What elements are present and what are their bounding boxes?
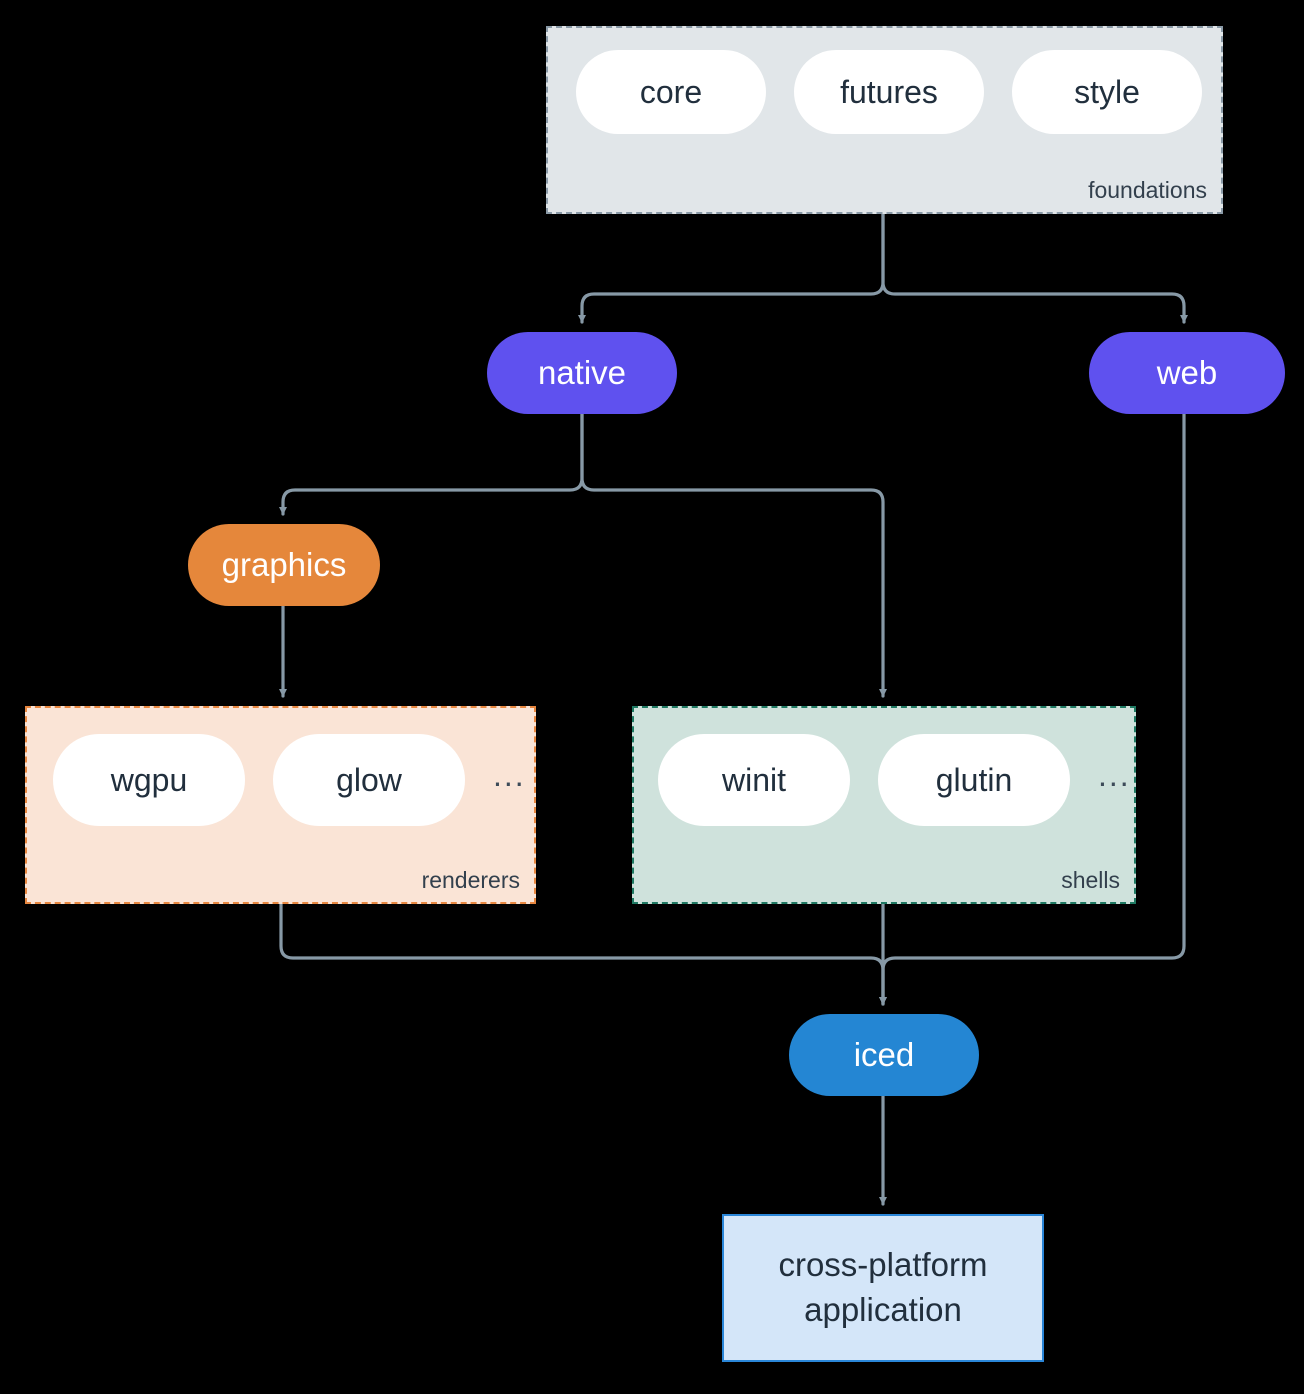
- cluster-label-foundations: foundations: [1088, 177, 1207, 203]
- cluster-renderers: wgpu glow ... renderers: [25, 706, 536, 904]
- node-futures[interactable]: futures: [794, 50, 984, 134]
- renderers-node-row: wgpu glow ...: [53, 734, 526, 826]
- edge-native-graphics: [279, 412, 584, 516]
- node-glutin[interactable]: glutin: [878, 734, 1070, 826]
- cluster-label-renderers: renderers: [421, 867, 520, 893]
- node-iced[interactable]: iced: [789, 1014, 979, 1096]
- shells-ellipsis: ...: [1098, 757, 1131, 793]
- edge-renderers-iced: [279, 902, 887, 1006]
- cluster-foundations: core futures style foundations: [546, 26, 1223, 214]
- node-native[interactable]: native: [487, 332, 677, 414]
- application-label-line1: cross-platform: [778, 1246, 988, 1284]
- cluster-shells: winit glutin ... shells: [632, 706, 1136, 904]
- node-core[interactable]: core: [576, 50, 766, 134]
- edge-foundations-web: [881, 212, 1188, 324]
- edge-foundations-native: [578, 212, 885, 324]
- node-wgpu[interactable]: wgpu: [53, 734, 245, 826]
- renderers-ellipsis: ...: [493, 757, 526, 793]
- edge-native-shells: [580, 412, 887, 698]
- foundations-node-row: core futures style: [576, 50, 1202, 134]
- shells-node-row: winit glutin ...: [658, 734, 1131, 826]
- node-glow[interactable]: glow: [273, 734, 465, 826]
- cluster-label-shells: shells: [1061, 867, 1120, 893]
- node-cross-platform-application[interactable]: cross-platform application: [722, 1214, 1044, 1362]
- application-label-line2: application: [804, 1291, 962, 1328]
- node-winit[interactable]: winit: [658, 734, 850, 826]
- node-style[interactable]: style: [1012, 50, 1202, 134]
- node-web[interactable]: web: [1089, 332, 1285, 414]
- node-graphics[interactable]: graphics: [188, 524, 380, 606]
